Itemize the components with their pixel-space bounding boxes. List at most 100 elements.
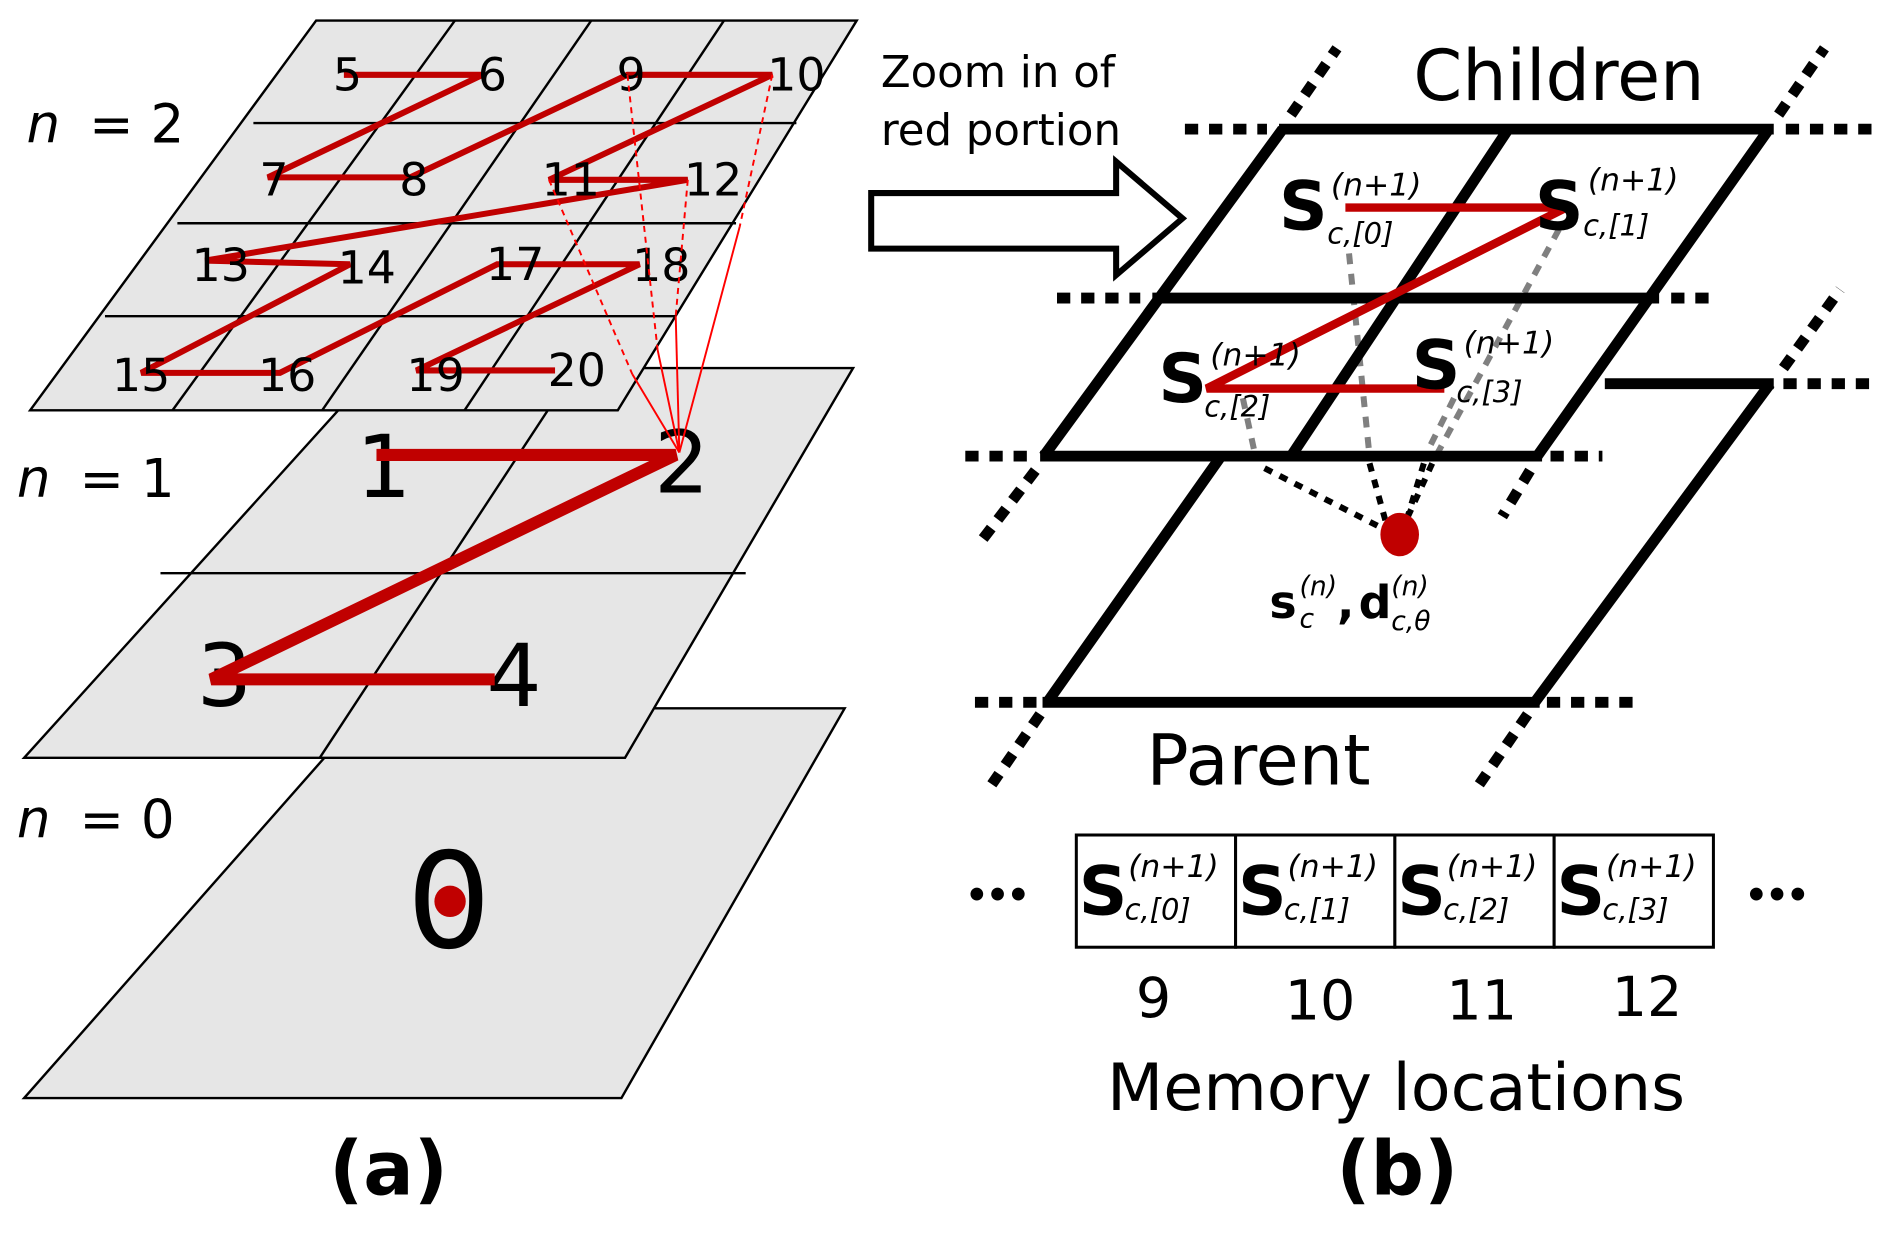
memory-entry-3-sup: (n+1) bbox=[1606, 849, 1697, 885]
child-3-sub: c,[3] bbox=[1456, 375, 1522, 409]
children-right-dots-down bbox=[1497, 467, 1535, 520]
memory-layout: ••• ••• S (n+1) c,[0] S (n+1) c,[1] S (n… bbox=[965, 833, 1809, 1126]
parent-title: Parent bbox=[1147, 719, 1371, 801]
level-0-layer: 0 bbox=[21, 707, 847, 1100]
panel-a-caption: (a) bbox=[329, 1126, 448, 1213]
children-left-dots-up bbox=[1286, 45, 1342, 118]
child-label-2: S (n+1) c,[2] bbox=[1158, 338, 1300, 424]
link-child-0 bbox=[1346, 253, 1373, 457]
level-2-cell-7: 7 bbox=[259, 152, 288, 206]
memory-location-9: 9 bbox=[1136, 966, 1171, 1031]
level-2-cell-13: 13 bbox=[192, 238, 250, 292]
memory-entry-1: S (n+1) c,[1] bbox=[1238, 849, 1378, 930]
level-2-cell-18: 18 bbox=[632, 238, 690, 292]
child-2-main: S bbox=[1158, 339, 1207, 418]
parent-s-main: s bbox=[1269, 575, 1296, 629]
level-2-label: n = 2 bbox=[27, 93, 185, 155]
memory-entry-3-sub: c,[3] bbox=[1602, 892, 1668, 926]
zoom-arrow-group: Zoom in of red portion bbox=[868, 48, 1188, 282]
level-2-cell-9: 9 bbox=[616, 48, 645, 102]
level-1-z-curve bbox=[208, 448, 679, 686]
parent-d-sup: (n) bbox=[1391, 571, 1429, 602]
memory-ellipsis-right: ••• bbox=[1745, 873, 1807, 916]
level-2-cell-6: 6 bbox=[478, 48, 507, 102]
link-child-2 bbox=[1263, 465, 1389, 534]
panel-a: 0 1 2 3 4 5 6 9 10 7 bbox=[17, 19, 859, 1213]
child-1-sup: (n+1) bbox=[1588, 163, 1679, 199]
children-grid bbox=[965, 45, 1873, 547]
link-2-to-9 bbox=[656, 349, 681, 453]
link-child-1 bbox=[1433, 227, 1562, 458]
level-2-cell-17: 17 bbox=[486, 237, 544, 291]
memory-cell-10 bbox=[1234, 833, 1397, 949]
level-2-cell-12: 12 bbox=[684, 152, 742, 206]
memory-entry-0-sub: c,[0] bbox=[1125, 892, 1191, 926]
memory-entry-2: S (n+1) c,[2] bbox=[1397, 849, 1537, 930]
child-3-main: S bbox=[1412, 326, 1461, 405]
parent-right-dots-up bbox=[1779, 286, 1845, 372]
link-child-2 bbox=[1239, 397, 1258, 455]
child-0-sub: c,[0] bbox=[1327, 217, 1393, 251]
memory-locations-label: Memory locations bbox=[1107, 1051, 1685, 1126]
parent-d-main: d bbox=[1359, 575, 1392, 629]
zoom-note-line2: red portion bbox=[881, 106, 1121, 156]
memory-cell-12 bbox=[1552, 833, 1715, 949]
children-title: Children bbox=[1413, 35, 1704, 117]
memory-location-10: 10 bbox=[1285, 969, 1356, 1034]
child-2-sub: c,[2] bbox=[1204, 389, 1270, 423]
level-1-label: n = 1 bbox=[17, 448, 175, 510]
memory-entry-1-sub: c,[1] bbox=[1284, 892, 1350, 926]
memory-entry-0: S (n+1) c,[0] bbox=[1079, 849, 1219, 930]
memory-entry-0-main: S bbox=[1079, 852, 1128, 931]
level-1-cell-4: 4 bbox=[486, 626, 541, 727]
parent-right-dots-down bbox=[1474, 711, 1533, 788]
level-2-cell-16: 16 bbox=[258, 348, 316, 402]
memory-cell-11 bbox=[1393, 833, 1556, 949]
memory-entry-2-main: S bbox=[1397, 852, 1446, 931]
children-right-dots-up bbox=[1774, 45, 1829, 118]
memory-location-11: 11 bbox=[1446, 969, 1517, 1034]
link-child-1 bbox=[1402, 462, 1436, 523]
memory-location-12: 12 bbox=[1612, 965, 1683, 1030]
child-label-3: S (n+1) c,[3] bbox=[1412, 326, 1554, 409]
parent-s-sup: (n) bbox=[1300, 571, 1338, 602]
level-2-cell-8: 8 bbox=[399, 152, 428, 206]
level-1-layer: 1 2 3 4 bbox=[21, 366, 856, 759]
level-2-cell-20: 20 bbox=[548, 343, 606, 397]
level-0-plane bbox=[21, 707, 847, 1100]
parent-child-links bbox=[548, 74, 774, 453]
parent-left-dots-down bbox=[987, 711, 1045, 788]
child-3-sup: (n+1) bbox=[1464, 326, 1555, 362]
level-0-label: n = 0 bbox=[17, 788, 175, 850]
panel-b-caption: (b) bbox=[1336, 1126, 1458, 1213]
child-1-main: S bbox=[1535, 166, 1584, 245]
level-2-col-line bbox=[321, 19, 593, 411]
parent-sep: , bbox=[1337, 575, 1354, 629]
panel-b: Children Parent bbox=[965, 35, 1873, 1213]
link-2-to-10 bbox=[678, 226, 741, 453]
memory-entry-2-sup: (n+1) bbox=[1447, 849, 1538, 885]
child-0-sup: (n+1) bbox=[1331, 167, 1422, 203]
level-2-cell-14: 14 bbox=[338, 241, 396, 295]
parent-left-edge bbox=[1042, 452, 1226, 706]
link-2-to-10 bbox=[738, 74, 774, 228]
level-2-cell-19: 19 bbox=[406, 348, 464, 402]
zoom-note-line1: Zoom in of bbox=[881, 48, 1117, 98]
parent-formula: s (n) c , d (n) c,θ bbox=[1269, 571, 1430, 637]
parent-cell: Parent bbox=[974, 286, 1871, 801]
level-2-plane bbox=[27, 19, 859, 412]
level-2-cell-15: 15 bbox=[112, 348, 170, 402]
level-2-z-curve bbox=[139, 71, 774, 376]
parent-s-sub: c bbox=[1300, 603, 1315, 634]
children-z-curve bbox=[1204, 203, 1569, 393]
parent-d-sub: c,θ bbox=[1391, 606, 1430, 637]
children-right-edge bbox=[1532, 125, 1774, 460]
child-2-sup: (n+1) bbox=[1210, 338, 1301, 374]
child-label-0: S (n+1) c,[0] bbox=[1279, 166, 1421, 250]
child-label-1: S (n+1) c,[1] bbox=[1535, 163, 1679, 246]
link-child-0 bbox=[1366, 462, 1391, 530]
memory-ellipsis-left: ••• bbox=[965, 873, 1027, 916]
child-1-sub: c,[1] bbox=[1583, 208, 1649, 242]
memory-entry-0-sup: (n+1) bbox=[1128, 849, 1219, 885]
link-child-3 bbox=[1423, 396, 1457, 456]
